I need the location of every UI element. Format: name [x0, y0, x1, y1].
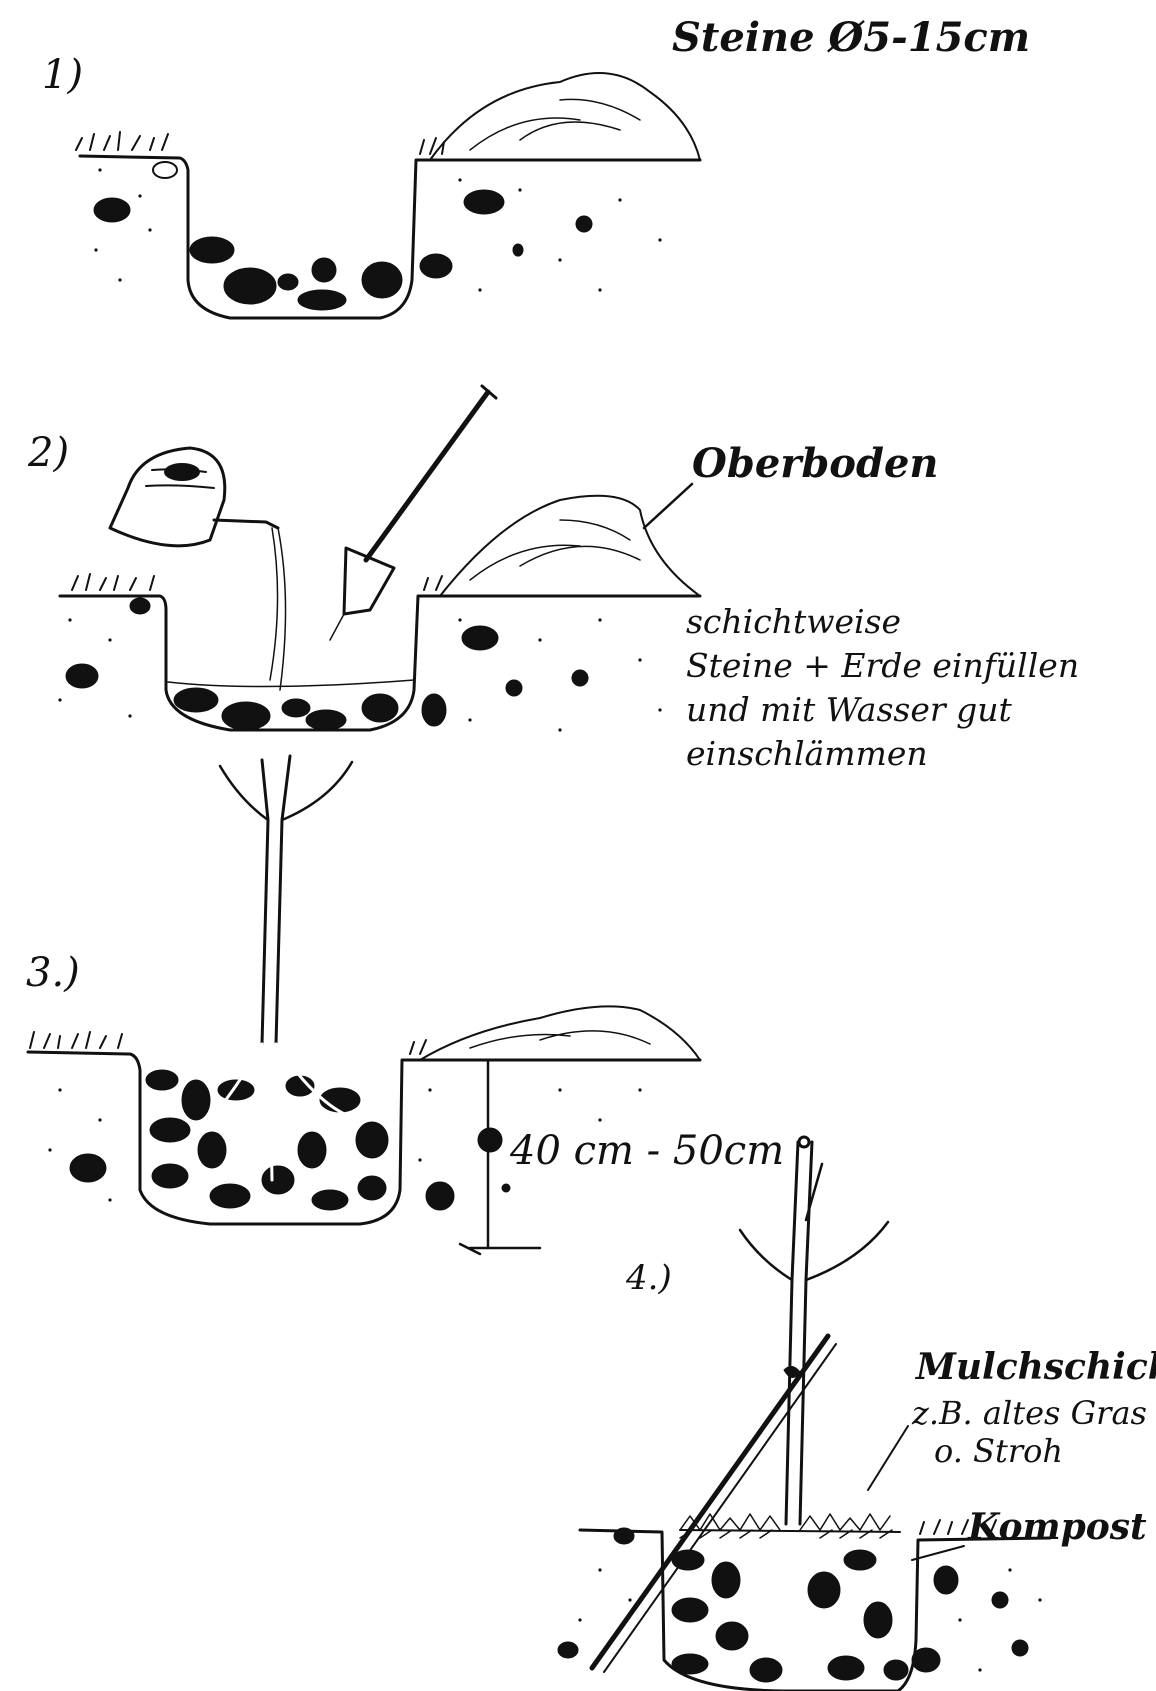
- instruction-line-4: einschlämmen: [686, 732, 1079, 776]
- mulch-alternative-label: o. Stroh: [934, 1432, 1063, 1470]
- filling-instruction: schichtweise Steine + Erde einfüllen und…: [686, 600, 1079, 776]
- compost-label: Kompost: [968, 1506, 1147, 1548]
- step2-filling-illustration: [58, 386, 700, 732]
- step-3-number: 3.): [26, 950, 80, 996]
- instruction-line-3: und mit Wasser gut: [686, 688, 1079, 732]
- mulch-example-label: z.B. altes Gras: [912, 1394, 1147, 1432]
- instruction-line-1: schichtweise: [686, 600, 1079, 644]
- topsoil-label: Oberboden: [692, 440, 938, 487]
- depth-label: 40 cm - 50cm: [510, 1128, 784, 1174]
- instruction-line-2: Steine + Erde einfüllen: [686, 644, 1079, 688]
- mulch-layer-label: Mulchschicht: [916, 1346, 1156, 1388]
- step-4-number: 4.): [626, 1258, 672, 1298]
- step-1-number: 1): [42, 52, 83, 98]
- step-2-number: 2): [28, 430, 69, 476]
- step1-pit-illustration: [76, 73, 700, 318]
- step3-planted-illustration: [28, 756, 700, 1254]
- stones-size-caption: Steine Ø5-15cm: [672, 14, 1030, 61]
